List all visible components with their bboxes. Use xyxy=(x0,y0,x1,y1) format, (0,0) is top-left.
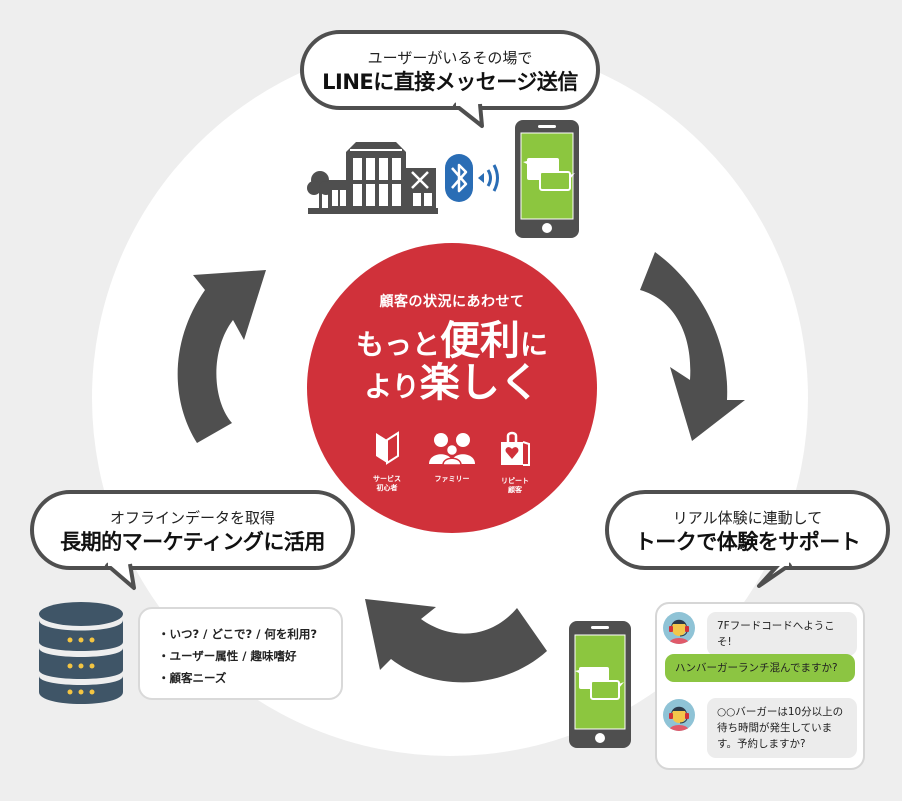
headline-emphasis: 便利 xyxy=(440,318,520,364)
bubble-tail xyxy=(104,560,136,590)
step-top-bubble: ユーザーがいるその場で LINEに直接メッセージ送信 xyxy=(300,30,600,110)
family-icon xyxy=(429,433,475,466)
step-left-line2: 長期的マーケティングに活用 xyxy=(60,530,325,554)
persona-repeat-customer: リピート顧客 xyxy=(485,431,545,495)
step-left-bubble: オフラインデータを取得 長期的マーケティングに活用 xyxy=(30,490,355,570)
center-headline-line2: より楽しく xyxy=(307,361,597,409)
bubble-tail xyxy=(452,100,484,128)
operator-avatar xyxy=(663,612,695,644)
step-top-line2: LINEに直接メッセージ送信 xyxy=(322,70,578,94)
smartphone-line-icon xyxy=(569,621,631,748)
step-left-line1: オフラインデータを取得 xyxy=(109,509,275,527)
persona-family: ファミリー xyxy=(422,431,482,484)
cycle-arrow-left xyxy=(177,270,266,443)
step-top-line1: ユーザーがいるその場で xyxy=(367,49,533,67)
operator-avatar-icon xyxy=(669,619,689,644)
chat-message-user: ハンバーガーランチ混んでますか? xyxy=(665,654,855,682)
offline-data-list: ・いつ? / どこで? / 何を利用? ・ユーザー属性 / 趣味嗜好 ・顧客ニー… xyxy=(138,607,343,700)
bluetooth-beacon-icon xyxy=(445,154,499,202)
cycle-arrow-right xyxy=(640,252,745,441)
step-right-line2: トークで体験をサポート xyxy=(634,530,861,554)
headline-text: もっと xyxy=(355,328,440,361)
operator-avatar xyxy=(663,699,695,731)
center-headline-line1: もっと便利に xyxy=(307,319,597,367)
data-list-item: ・ユーザー属性 / 趣味嗜好 xyxy=(158,649,297,663)
chat-message-operator: 7Fフードコードへようこそ! xyxy=(707,612,857,656)
headline-text: に xyxy=(520,328,549,361)
persona-beginner: サービス初心者 xyxy=(357,431,417,493)
beginner-mark-icon xyxy=(376,431,399,465)
step-right-bubble: リアル体験に連動して トークで体験をサポート xyxy=(605,490,890,570)
headline-text: より xyxy=(364,370,420,403)
persona-label: サービス xyxy=(373,475,401,483)
persona-label: ファミリー xyxy=(434,475,470,483)
step-right-line1: リアル体験に連動して xyxy=(672,509,823,527)
shopping-bag-heart-icon xyxy=(501,431,530,466)
chat-panel: 7Fフードコードへようこそ! ハンバーガーランチ混んでますか? ○○バーガーは1… xyxy=(655,602,865,770)
smartphone-line-icon xyxy=(515,120,579,238)
headline-emphasis: 楽しく xyxy=(419,360,540,406)
data-list-item: ・顧客ニーズ xyxy=(158,671,227,685)
persona-label: 初心者 xyxy=(376,484,398,492)
cycle-arrow-bottom xyxy=(365,599,547,683)
persona-label: 顧客 xyxy=(508,486,522,494)
store-building-icon xyxy=(307,142,438,214)
data-list-item: ・いつ? / どこで? / 何を利用? xyxy=(158,627,318,641)
center-message-circle: 顧客の状況にあわせて もっと便利に より楽しく サービス初心者 ファミリー xyxy=(307,243,597,533)
persona-label: リピート xyxy=(501,477,529,485)
chat-message-operator: ○○バーガーは10分以上の待ち時間が発生しています。予約しますか? xyxy=(707,698,857,758)
database-icon xyxy=(39,602,123,704)
bubble-tail xyxy=(757,560,793,588)
center-subtitle: 顧客の状況にあわせて xyxy=(379,294,525,310)
operator-avatar-icon xyxy=(669,706,689,731)
